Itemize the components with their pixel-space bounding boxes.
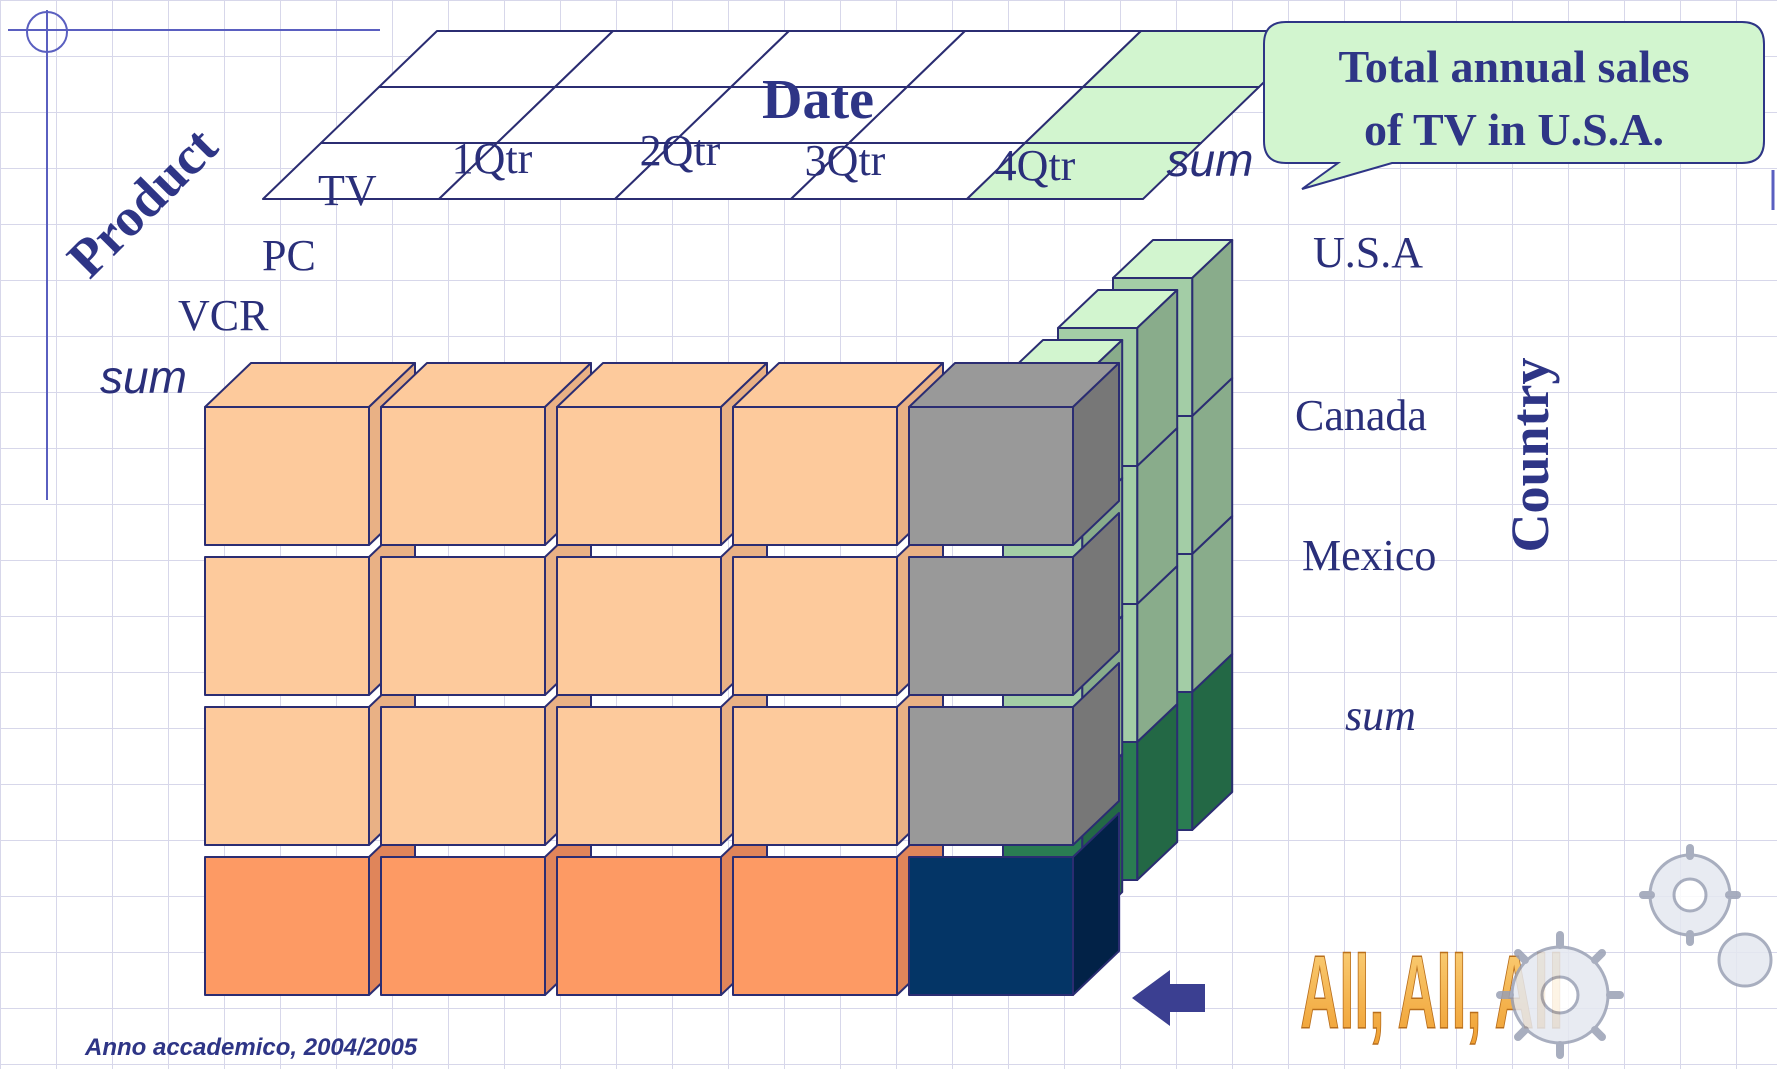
cube-cell-front (556, 856, 722, 996)
date-label: 3Qtr (805, 136, 886, 185)
product-labels: TV PC VCR sum (100, 166, 377, 403)
callout-line-2: of TV in U.S.A. (1364, 104, 1664, 155)
cube-cell-front (204, 706, 370, 846)
product-label: sum (100, 351, 187, 403)
crosshair-icon (8, 10, 380, 500)
date-label: sum (1167, 134, 1254, 186)
country-axis-title: Country (1500, 357, 1560, 552)
cube-cell-front (732, 556, 898, 696)
cube-cell-front (556, 406, 722, 546)
cube-cell-front (556, 556, 722, 696)
country-label: U.S.A (1313, 228, 1423, 277)
cube-cell-front (380, 856, 546, 996)
cube-cell-front (556, 706, 722, 846)
top-sum-cell (966, 142, 1202, 200)
date-sum-cell-front (908, 556, 1074, 696)
footer-text: Anno accademico, 2004/2005 (84, 1034, 418, 1061)
cube-cell-front (732, 706, 898, 846)
cube-cell-front (204, 856, 370, 996)
cube-cell-front (204, 556, 370, 696)
callout-line-1: Total annual sales (1338, 41, 1689, 92)
date-sum-cell-front (908, 406, 1074, 546)
all-all-all-cell-front (908, 856, 1074, 996)
cube-cell-front (732, 856, 898, 996)
product-label: PC (262, 231, 316, 280)
country-label: Canada (1295, 391, 1427, 440)
cube-cell-front (732, 406, 898, 546)
gear-icon (1496, 844, 1773, 1059)
country-labels: U.S.A Canada Mexico sum (1295, 228, 1436, 740)
product-axis-title: Product (56, 116, 229, 289)
country-label: sum (1345, 691, 1416, 740)
country-label: Mexico (1302, 531, 1436, 580)
arrow-left-icon (1132, 970, 1205, 1026)
date-sum-cell-front (908, 706, 1074, 846)
cube-cell-front (380, 406, 546, 546)
product-label: VCR (178, 291, 269, 340)
cube-cell-front (380, 556, 546, 696)
date-label: 2Qtr (640, 126, 721, 175)
product-label: TV (318, 166, 377, 215)
date-axis-title: Date (762, 69, 874, 131)
date-label: 1Qtr (452, 134, 533, 183)
cube-layer (204, 30, 1318, 996)
cube-cell-front (204, 406, 370, 546)
cube-cell-front (380, 706, 546, 846)
date-label: 4Qtr (995, 141, 1076, 190)
callout-bubble: Total annual sales of TV in U.S.A. (1263, 21, 1765, 190)
date-labels: 1Qtr 2Qtr 3Qtr 4Qtr sum (452, 126, 1254, 190)
